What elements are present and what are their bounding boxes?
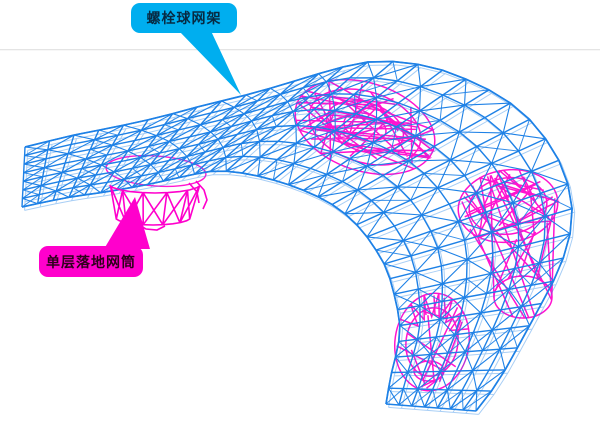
space-frame-mesh: [21, 60, 576, 415]
callout-tail-bottom: [104, 197, 150, 249]
callout-top-label: 螺栓球网架: [146, 11, 222, 27]
callout-tail-top: [179, 31, 241, 95]
lattice-shell-bottom: [393, 292, 471, 392]
callout-bolted-ball-space-frame: 螺栓球网架: [131, 3, 237, 33]
callout-single-layer-lattice-shell: 单层落地网筒: [39, 246, 143, 277]
divider-line: [0, 49, 600, 51]
callout-bottom-label: 单层落地网筒: [46, 254, 136, 271]
